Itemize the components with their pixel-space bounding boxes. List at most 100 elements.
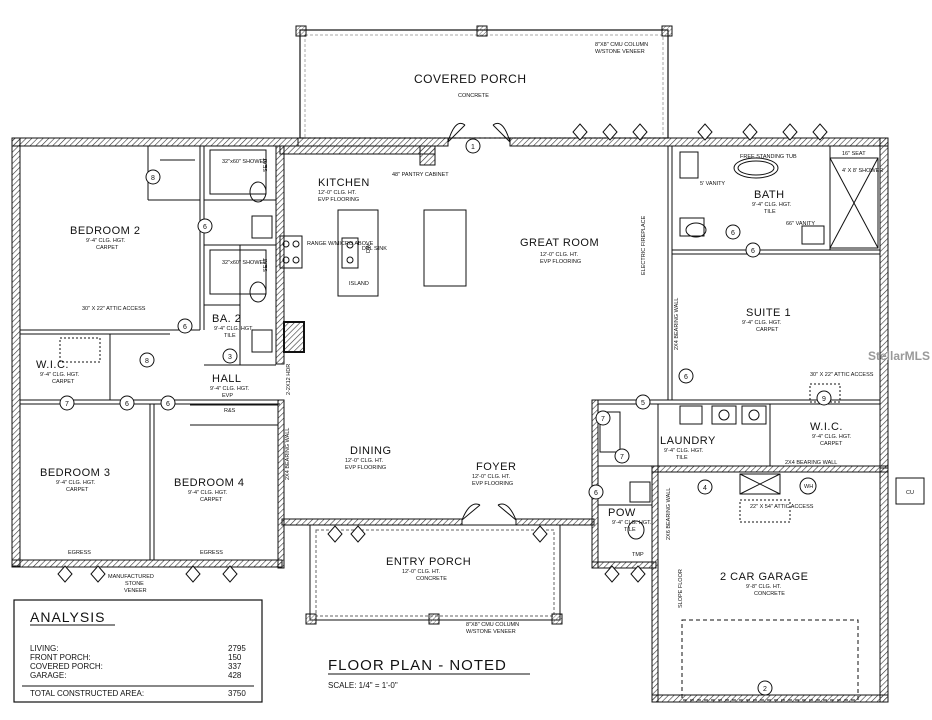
dining-label: DINING [350, 445, 392, 457]
laundry-label: LAUNDRY [660, 435, 716, 447]
analysis-box [13, 599, 263, 703]
range-note: RANGE W/MICRO ABOVE [307, 241, 374, 247]
analysis-row-value: 337 [228, 662, 242, 671]
manufactured-note-2: STONE [125, 581, 144, 587]
bath-note-2: TILE [764, 209, 776, 215]
analysis-row-value: 428 [228, 671, 242, 680]
great-room-label: GREAT ROOM [520, 237, 599, 249]
bedroom2-label: BEDROOM 2 [70, 225, 141, 237]
svg-text:1: 1 [471, 144, 475, 151]
bedroom3-label: BEDROOM 3 [40, 467, 111, 479]
dw-note: DW [366, 243, 372, 253]
cmu-bot-note-2: W/STONE VENEER [466, 629, 516, 635]
svg-text:6: 6 [203, 224, 207, 231]
egress-note-2: EGRESS [200, 550, 223, 556]
covered-porch-label: COVERED PORCH [414, 72, 527, 86]
svg-text:2: 2 [763, 686, 767, 693]
svg-text:6: 6 [731, 230, 735, 237]
svg-text:6: 6 [125, 401, 129, 408]
foyer-note-2: EVP FLOORING [472, 481, 513, 487]
laundry-note-2: TILE [676, 455, 688, 461]
entry-porch-label: ENTRY PORCH [386, 556, 471, 568]
window-tags [57, 123, 828, 583]
bath-label: BATH [754, 189, 785, 201]
foyer-note-1: 12'-0" CLG. HT. [472, 474, 511, 480]
kitchen-note-1: 12'-0" CLG. HT. [318, 190, 357, 196]
svg-text:3: 3 [228, 354, 232, 361]
analysis-total-value: 3750 [228, 689, 246, 698]
shower-note: 4' X 8' SHOWER [842, 168, 883, 174]
pow-label: POW [608, 507, 636, 519]
tmp-note: TMP [632, 552, 644, 558]
svg-text:8: 8 [145, 358, 149, 365]
analysis-row-label: FRONT PORCH: [30, 653, 91, 662]
res-note: R&S [224, 408, 236, 414]
dbl-sink-note: DBL SINK [362, 246, 387, 252]
analysis-row-label: LIVING: [30, 644, 58, 653]
bedroom3-note-2: CARPET [66, 487, 89, 493]
column [305, 613, 317, 625]
covered-porch [295, 25, 673, 143]
svg-text:7: 7 [620, 454, 624, 461]
slope-floor-note: SLOPE FLOOR [678, 569, 684, 608]
cu-note: CU [906, 490, 914, 496]
entry-porch-note-1: 12'-0" CLG. HT. [402, 569, 441, 575]
analysis-total-label: TOTAL CONSTRUCTED AREA: [30, 689, 144, 698]
svg-text:7: 7 [65, 401, 69, 408]
manufactured-note-3: VENEER [124, 588, 147, 594]
bearing-wall-note-4: 2X6 BEARING WALL [666, 488, 672, 540]
wic2-note-2: CARPET [820, 441, 843, 447]
wh-note: WH [804, 484, 813, 490]
svg-text:8: 8 [151, 175, 155, 182]
fireplace-note: ELECTRIC FIREPLACE [641, 215, 647, 275]
bedroom4-label: BEDROOM 4 [174, 477, 245, 489]
svg-text:6: 6 [166, 401, 170, 408]
hall-note-1: 9'-4" CLG. HGT. [210, 386, 250, 392]
ba2-label: BA. 2 [212, 313, 241, 325]
kitchen-label: KITCHEN [318, 177, 370, 189]
entry-porch-note-2: CONCRETE [416, 576, 447, 582]
analysis-row-label: COVERED PORCH: [30, 662, 103, 671]
bedroom3-note-1: 9'-4" CLG. HGT. [56, 480, 96, 486]
pantry-note: 48" PANTRY CABINET [392, 172, 449, 178]
cmu-bot-note-1: 8"X8" CMU COLUMN [466, 622, 519, 628]
kitchen-note-2: EVP FLOORING [318, 197, 359, 203]
svg-text:5: 5 [641, 400, 645, 407]
foyer-label: FOYER [476, 461, 516, 473]
watermark: StellarMLS [868, 349, 930, 363]
seat-b-note: SEAT [263, 257, 269, 272]
pow-note-2: TILE [624, 527, 636, 533]
column [428, 613, 440, 625]
vanity-66-note: 66" VANITY [786, 221, 815, 227]
shower-a-note: 32"x60" SHOWER [222, 159, 267, 165]
svg-text:6: 6 [751, 248, 755, 255]
analysis-row-value: 150 [228, 653, 242, 662]
egress-note: EGRESS [68, 550, 91, 556]
interior-walls [20, 145, 880, 621]
wic2-note-1: 9'-4" CLG. HGT. [812, 434, 852, 440]
attic1-note: 30" X 22" ATTIC ACCESS [82, 306, 146, 312]
garage-note-1: 9'-8" CLG. HT. [746, 584, 782, 590]
analysis-row-value: 2795 [228, 644, 246, 653]
plan-scale: SCALE: 1/4" = 1'-0" [328, 681, 398, 690]
bearing-wall-note: 2X4 BEARING WALL [285, 428, 291, 480]
wic1-label: W.I.C. [36, 359, 69, 371]
garage-label: 2 CAR GARAGE [720, 571, 809, 583]
dining-note-1: 12'-0" CLG. HT. [345, 458, 384, 464]
shower-b-note: 32"x60" SHOWER [222, 260, 267, 266]
laundry-note-1: 9'-4" CLG. HGT. [664, 448, 704, 454]
garage-note-2: CONCRETE [754, 591, 785, 597]
door-tags [59, 138, 832, 696]
suite1-note-1: 9'-4" CLG. HGT. [742, 320, 782, 326]
covered-porch-note: CONCRETE [458, 93, 489, 99]
bedroom2-note-1: 9'-4" CLG. HGT. [86, 238, 126, 244]
attic2-note: 30" X 22" ATTIC ACCESS [810, 372, 874, 378]
analysis-heading: ANALYSIS [30, 609, 105, 625]
tub-note: FREE STANDING TUB [740, 154, 797, 160]
svg-text:6: 6 [594, 490, 598, 497]
bearing-wall-note-2: 2X4 BEARING WALL [674, 298, 680, 350]
suite1-note-2: CARPET [756, 327, 779, 333]
bath-note-1: 9'-4" CLG. HGT. [752, 202, 792, 208]
island-note: ISLAND [349, 281, 369, 287]
